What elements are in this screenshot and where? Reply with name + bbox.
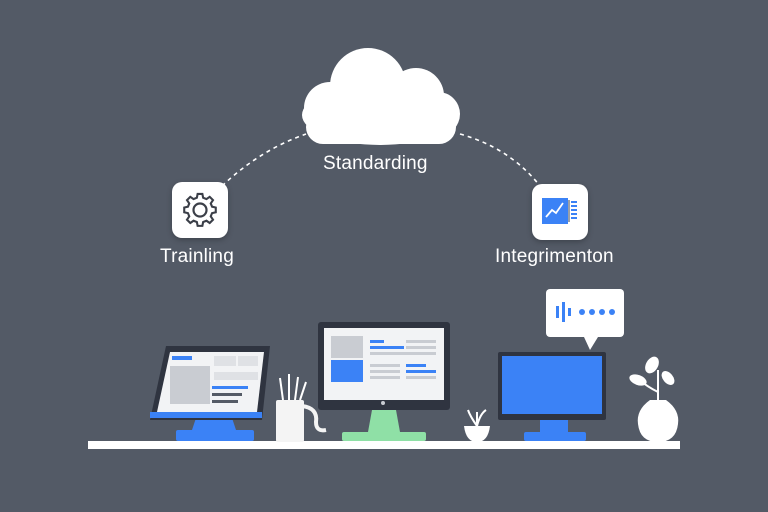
desktop-monitor-illustration: [498, 352, 606, 441]
chart-document-icon: [542, 198, 577, 224]
desk-shelf: [88, 441, 680, 449]
pen-cup-illustration: [276, 374, 327, 442]
training-node-label: Trainling: [160, 246, 234, 267]
chat-bubble-illustration: [546, 289, 624, 350]
connector-cloud-to-right: [459, 133, 541, 187]
monitor-illustration: [318, 322, 450, 441]
cloud-icon: [302, 48, 460, 145]
connector-left-to-cloud: [221, 133, 307, 187]
cloud-node-label: Standarding: [323, 153, 428, 174]
small-plant-illustration: [464, 409, 490, 442]
training-node-tile: [172, 182, 228, 238]
integration-node-tile: [532, 184, 588, 240]
laptop-illustration: [150, 346, 270, 441]
gear-icon: [183, 192, 217, 227]
integration-node-label: Integrimenton: [495, 246, 614, 267]
vase-plant-illustration: [629, 356, 679, 442]
